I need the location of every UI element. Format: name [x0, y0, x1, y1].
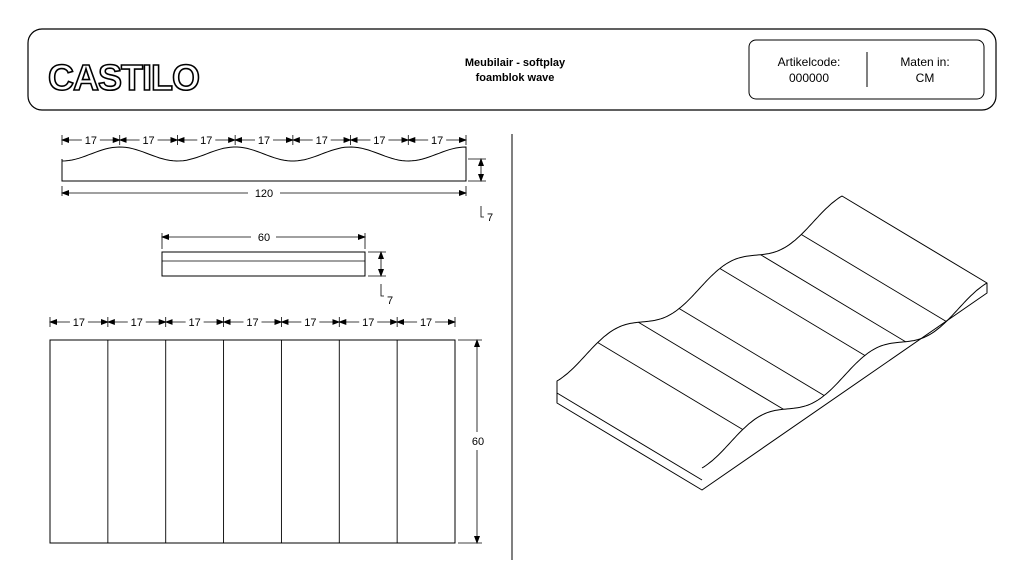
- article-code-label: Artikelcode:: [778, 55, 841, 69]
- top-view-segment-label: 17: [362, 317, 374, 329]
- side-view-segment-label: 17: [373, 135, 385, 147]
- side-view-segment-label: 17: [431, 135, 443, 147]
- side-view-length-dimension: 120: [61, 186, 467, 200]
- top-view-segment-lines: [107, 340, 398, 543]
- end-view-height-dimension: 7: [368, 251, 393, 307]
- end-view-width-dimension: 60: [161, 232, 366, 249]
- isometric-block: [556, 195, 988, 491]
- drawing-title-line2: foamblok wave: [476, 72, 555, 84]
- isometric-segment-line: [719, 268, 866, 356]
- isometric-segment-line: [760, 254, 906, 343]
- top-view-segment-dimensions: 17 17 17 17 17 17 17: [49, 317, 456, 329]
- side-view-profile: [61, 146, 467, 182]
- top-view-outline: [49, 339, 456, 544]
- end-view-block: [161, 251, 366, 277]
- side-view-height-label: 7: [487, 212, 493, 224]
- side-view-segment-label: 17: [316, 135, 328, 147]
- side-view-segment-label: 17: [200, 135, 212, 147]
- top-view-segment-label: 17: [304, 317, 316, 329]
- units-label: Maten in:: [900, 55, 949, 69]
- isometric-view: [556, 195, 988, 491]
- isometric-segment-line: [638, 321, 784, 410]
- top-view-depth-label: 60: [472, 436, 484, 448]
- end-view-height-label: 7: [387, 295, 393, 307]
- side-view-segment-label: 17: [85, 135, 97, 147]
- isometric-edges: [556, 234, 988, 481]
- top-view: 17 17 17 17 17 17 17 60: [49, 317, 484, 544]
- top-view-segment-label: 17: [246, 317, 258, 329]
- end-view: 60 7: [161, 232, 393, 307]
- isometric-wave-edge: [701, 282, 988, 469]
- isometric-segment-line: [678, 308, 825, 396]
- drawing-title-line1: Meubilair - softplay: [465, 57, 566, 69]
- side-view-segment-label: 17: [258, 135, 270, 147]
- side-view-height-dimension: 7: [468, 158, 493, 224]
- end-view-width-label: 60: [258, 232, 270, 244]
- top-view-segment-label: 17: [131, 317, 143, 329]
- side-view-length-label: 120: [255, 188, 273, 200]
- top-view-segment-label: 17: [73, 317, 85, 329]
- side-view-segment-dimensions: 17 17 17 17 17 17 17: [61, 135, 467, 147]
- units-value: CM: [916, 71, 935, 85]
- isometric-segment-line: [597, 342, 743, 430]
- title-block: CASTILO Meubilair - softplay foamblok wa…: [27, 28, 997, 111]
- top-view-segment-label: 17: [189, 317, 201, 329]
- castilo-logo: CASTILO: [48, 57, 199, 98]
- isometric-bottom-edge: [556, 392, 703, 481]
- side-view: 17 17 17 17 17 17 17 120 7: [61, 135, 493, 224]
- article-code-value: 000000: [789, 71, 829, 85]
- top-view-depth-dimension: 60: [458, 339, 484, 544]
- isometric-segment-line: [801, 234, 947, 322]
- side-view-segment-label: 17: [142, 135, 154, 147]
- top-view-segment-label: 17: [420, 317, 432, 329]
